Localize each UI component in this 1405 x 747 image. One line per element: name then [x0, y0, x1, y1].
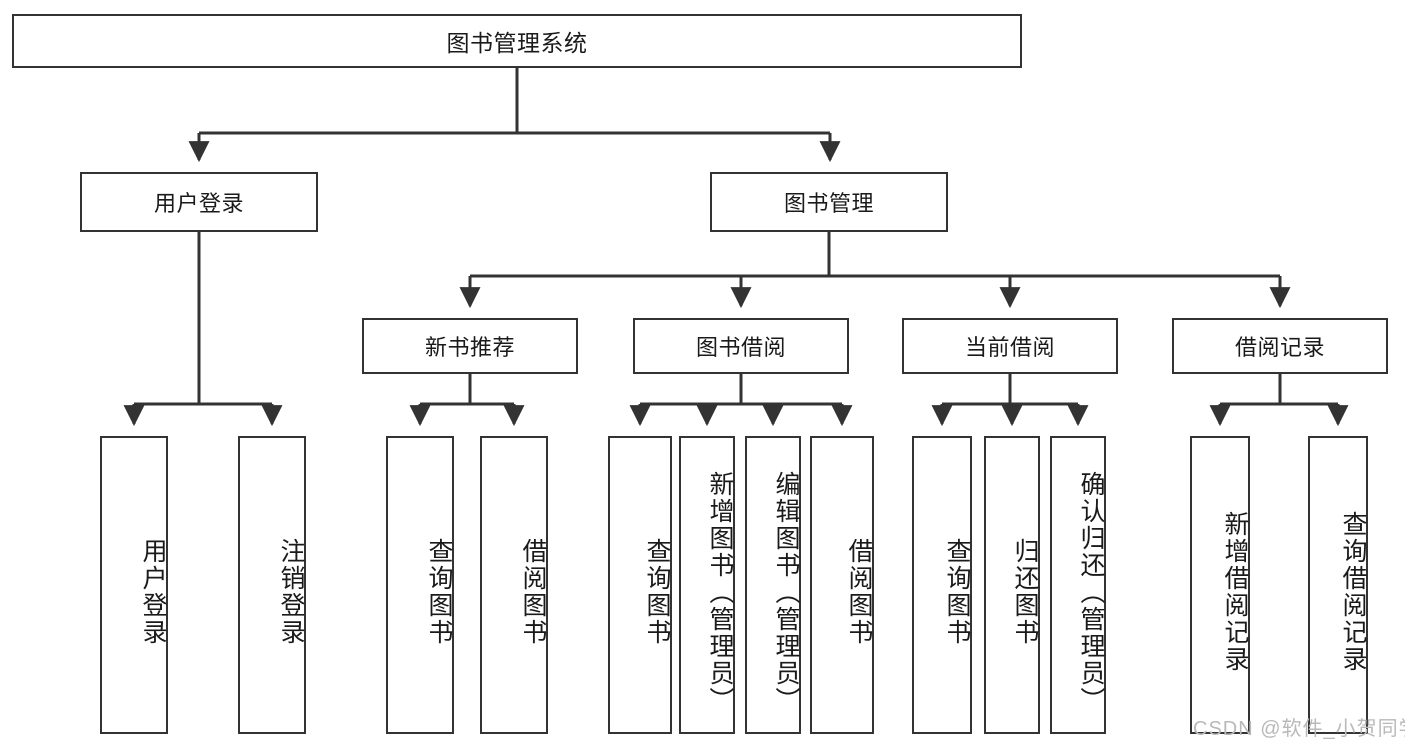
node-root-system[interactable]: 图书管理系统 [12, 14, 1022, 68]
leaf-logout[interactable]: 注销登录 [238, 436, 306, 734]
leaf-return-book[interactable]: 归还图书 [984, 436, 1040, 734]
leaf-user-login[interactable]: 用户登录 [100, 436, 168, 734]
node-book-management[interactable]: 图书管理 [710, 172, 948, 232]
leaf-add-borrow-record[interactable]: 新增借阅记录 [1190, 436, 1250, 734]
node-user-login[interactable]: 用户登录 [80, 172, 318, 232]
node-new-book-recommend[interactable]: 新书推荐 [362, 318, 578, 374]
leaf-query-book-borrow[interactable]: 查询图书 [608, 436, 672, 734]
leaf-confirm-return-admin[interactable]: 确认归还（管理员） [1050, 436, 1106, 734]
csdn-watermark: CSDN @软件_小贺同学 [1193, 718, 1405, 740]
leaf-query-book-current[interactable]: 查询图书 [912, 436, 972, 734]
leaf-borrow-book[interactable]: 借阅图书 [810, 436, 874, 734]
leaf-borrow-book-recommend[interactable]: 借阅图书 [480, 436, 548, 734]
leaf-edit-book-admin[interactable]: 编辑图书（管理员） [745, 436, 801, 734]
leaf-query-borrow-record[interactable]: 查询借阅记录 [1308, 436, 1368, 734]
leaf-add-book-admin[interactable]: 新增图书（管理员） [679, 436, 735, 734]
leaf-query-book-recommend[interactable]: 查询图书 [386, 436, 454, 734]
node-book-borrow[interactable]: 图书借阅 [633, 318, 849, 374]
node-current-borrow[interactable]: 当前借阅 [902, 318, 1118, 374]
node-borrow-record[interactable]: 借阅记录 [1172, 318, 1388, 374]
